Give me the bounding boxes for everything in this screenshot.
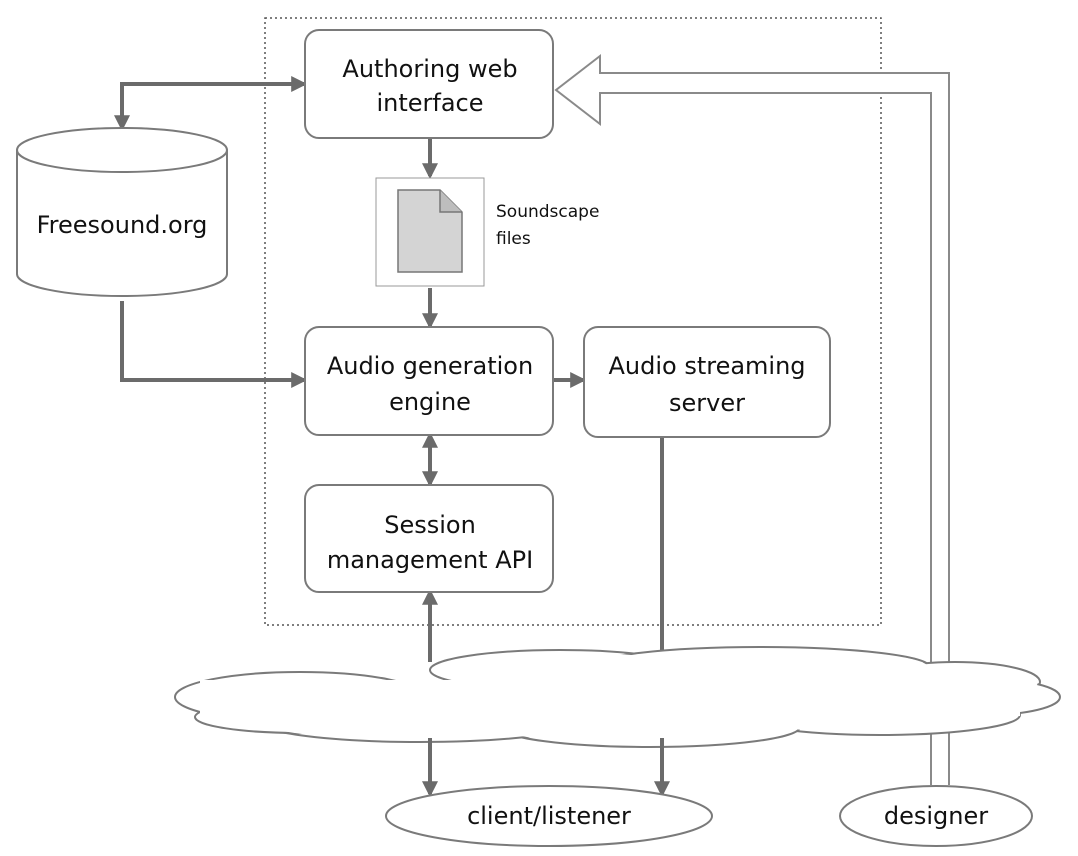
- cloud-shape: [174, 646, 1061, 748]
- session-management-api-box: Session management API: [304, 484, 554, 593]
- session-label-line2: management API: [327, 546, 533, 574]
- designer-node: designer: [839, 785, 1033, 847]
- system-boundary: [264, 17, 882, 626]
- soundscape-files: Soundscape files: [375, 177, 599, 287]
- authoring-web-interface-box: Authoring web interface: [304, 29, 554, 139]
- authoring-label-line1: Authoring web: [342, 55, 517, 83]
- authoring-label-line2: interface: [376, 89, 483, 117]
- designer-label: designer: [884, 802, 988, 830]
- audio-streaming-server-box: Audio streaming server: [583, 326, 831, 438]
- streaming-label-line2: server: [669, 389, 745, 417]
- authoring-freesound-connector: [114, 76, 308, 132]
- file-icon: [397, 189, 463, 273]
- freesound-database: Freesound.org: [16, 127, 228, 297]
- client-label: client/listener: [467, 802, 631, 830]
- soundscape-label-line1: Soundscape: [496, 202, 599, 222]
- client-listener-node: client/listener: [385, 785, 713, 847]
- soundscape-label-line2: files: [496, 229, 531, 249]
- freesound-label: Freesound.org: [37, 211, 208, 239]
- engine-label-line2: engine: [389, 388, 471, 416]
- streaming-label-line1: Audio streaming: [608, 352, 805, 380]
- engine-label-line1: Audio generation: [327, 352, 533, 380]
- session-label-line1: Session: [384, 511, 476, 539]
- freesound-engine-connector: [120, 301, 308, 388]
- designer-to-authoring-arrow: [554, 53, 950, 785]
- audio-generation-engine-box: Audio generation engine: [304, 326, 554, 436]
